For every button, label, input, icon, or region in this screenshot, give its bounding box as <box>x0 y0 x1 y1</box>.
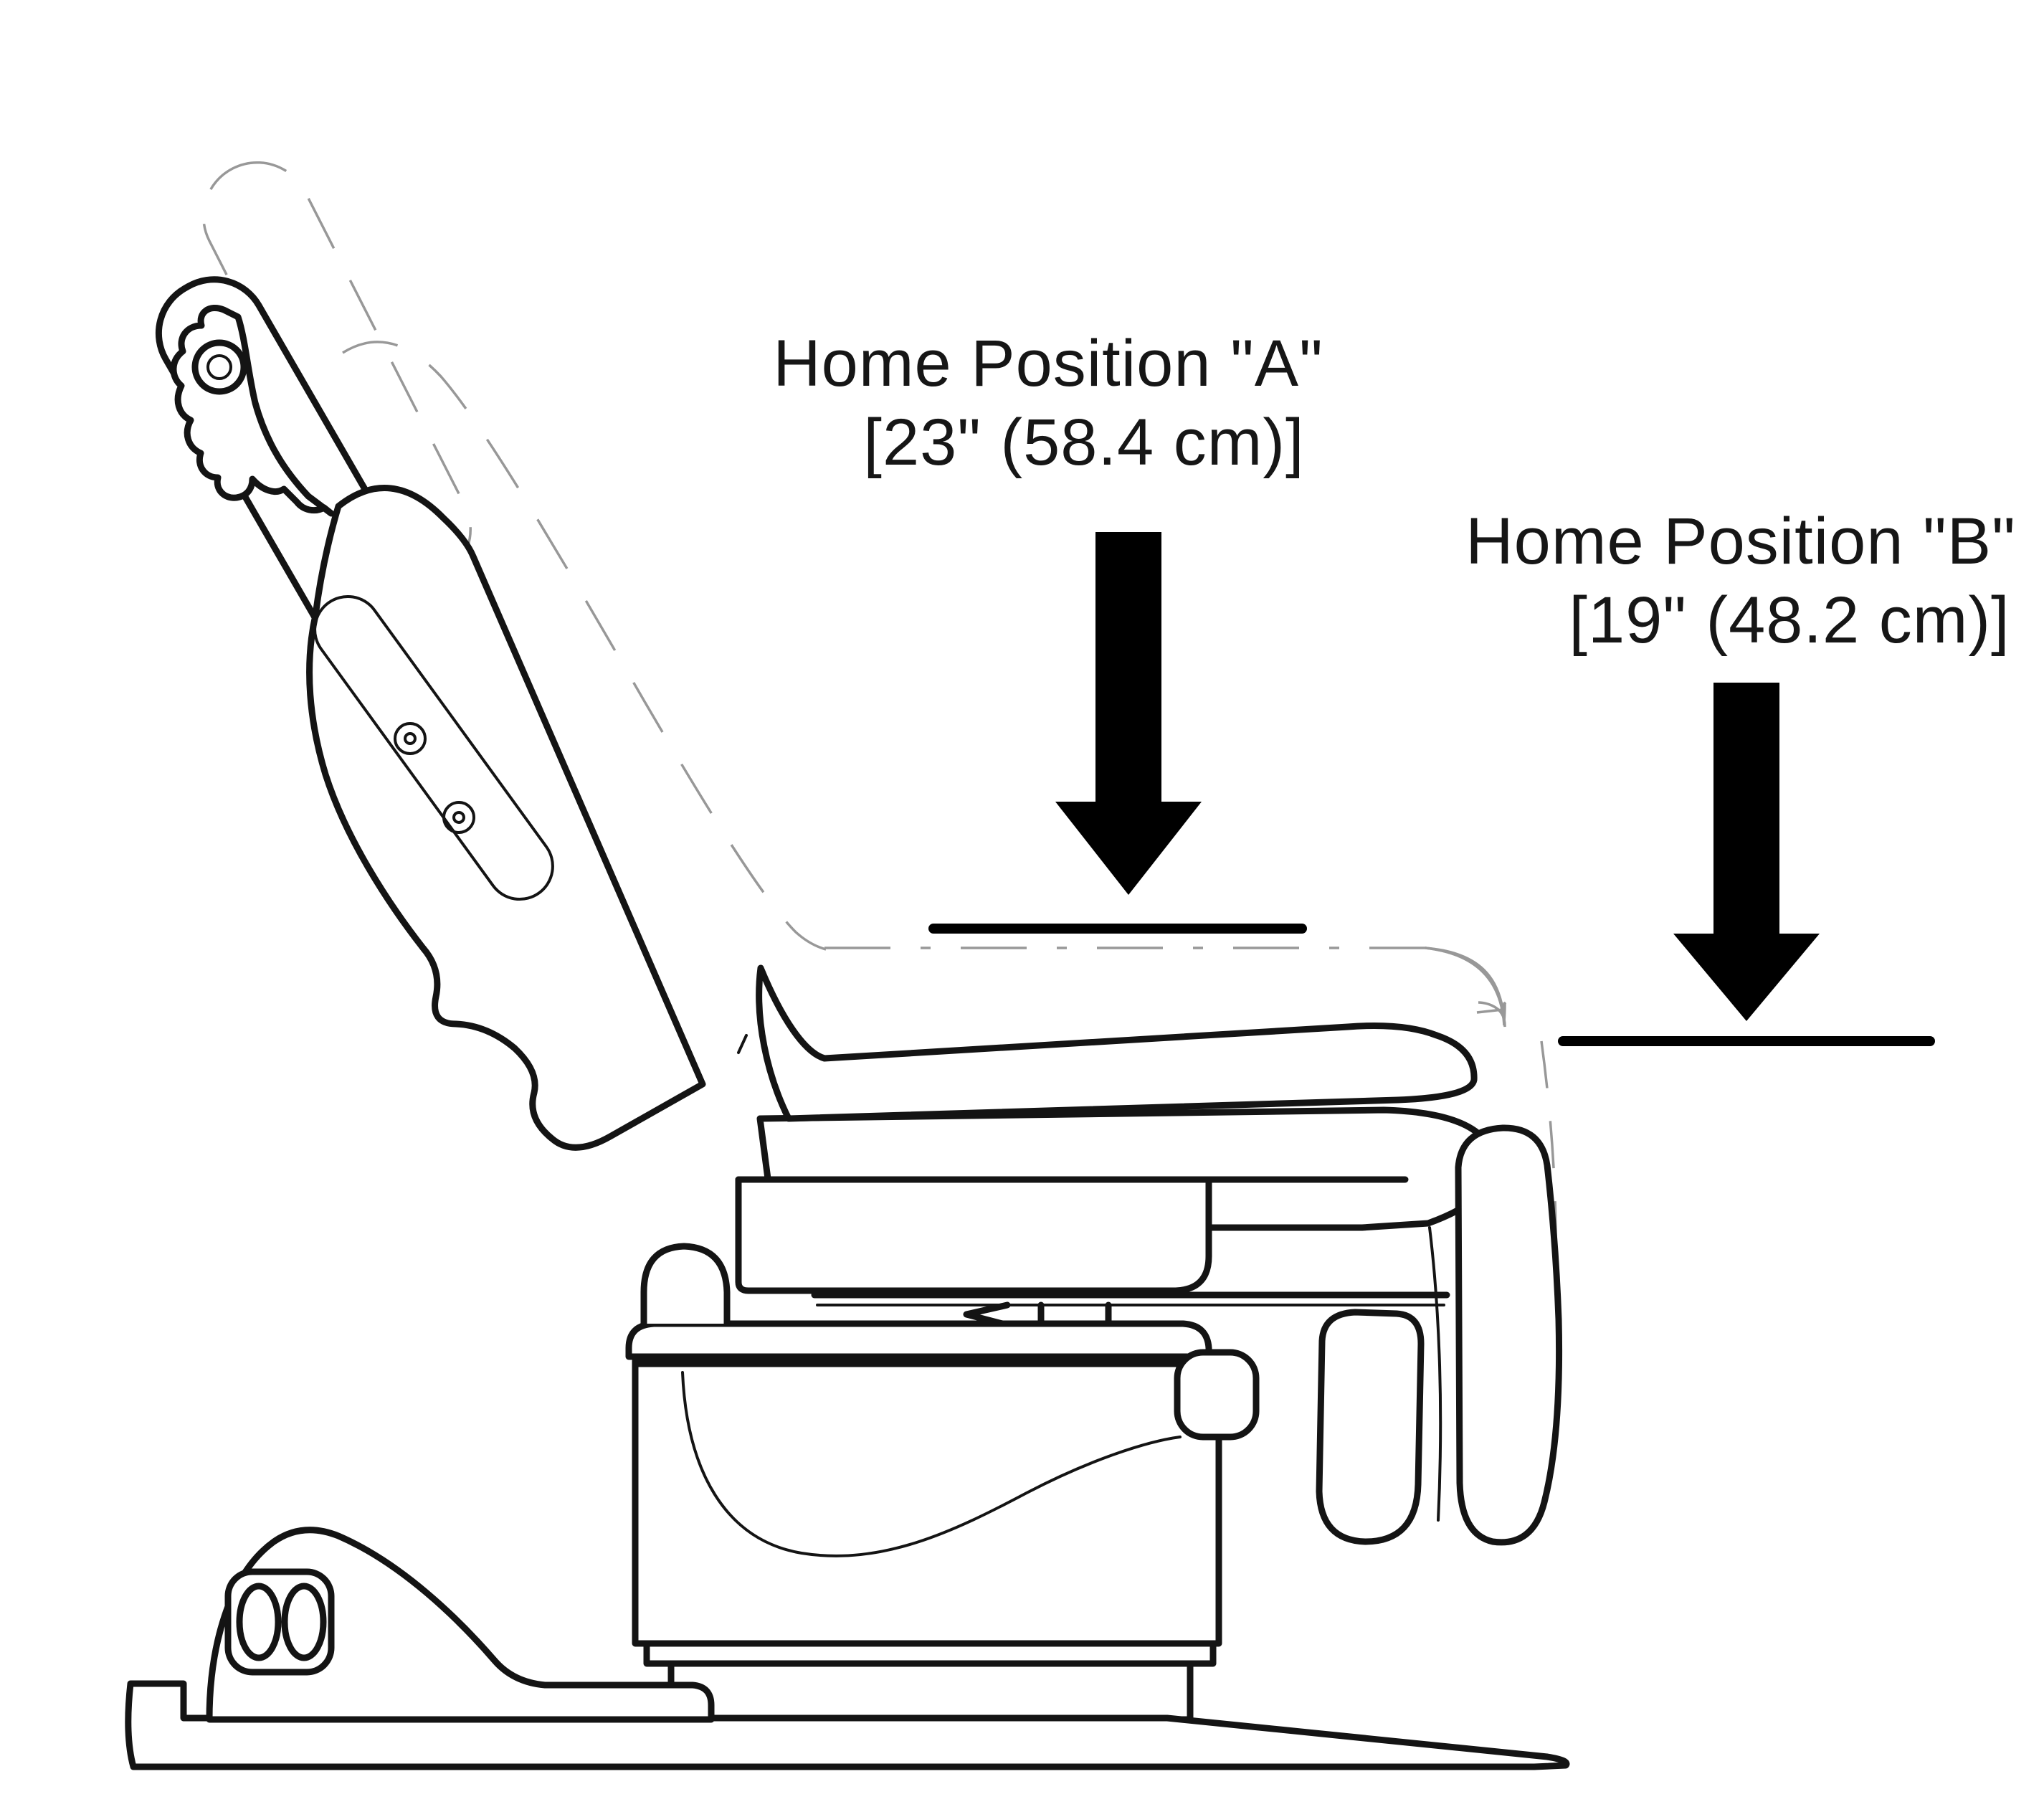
legrest-bracket-edge <box>1428 1226 1442 1522</box>
bracket-knob-inner <box>206 354 232 380</box>
slot-screw-1 <box>394 722 427 755</box>
annotation-position-a: Home Position "A" [23" (58.4 cm)] <box>773 327 1323 934</box>
legrest-cushion-inner <box>1316 1309 1425 1545</box>
handle-arch <box>640 1243 731 1327</box>
armrest-slot <box>313 594 554 901</box>
pedal-button-right <box>281 1583 327 1661</box>
backrest <box>306 485 706 1151</box>
position-b-title: Home Position "B" <box>1465 505 2016 578</box>
slot-screw-2-center <box>452 811 465 824</box>
pedal-button-left <box>236 1583 282 1661</box>
floor-base <box>125 1680 1570 1770</box>
pedestal-cover <box>632 1357 1222 1647</box>
seat-cushion <box>756 964 1478 1122</box>
position-a-title: Home Position "A" <box>773 327 1323 400</box>
position-a-measurement: [23" (58.4 cm)] <box>863 406 1304 479</box>
tick-mark <box>737 1034 748 1054</box>
backrest-phantom-edge <box>342 341 827 951</box>
pedestal-side-tab <box>1174 1349 1260 1441</box>
annotation-position-b: Home Position "B" [19" (48.2 cm)] <box>1465 505 2016 1046</box>
pedestal-plinth <box>667 1660 1194 1723</box>
position-b-arrow-icon <box>1673 683 1820 1021</box>
pedestal-lip <box>643 1640 1217 1667</box>
position-a-arrow-icon <box>1055 532 1202 895</box>
slot-screw-2 <box>442 801 475 834</box>
phantom-tabletop-right-hook <box>1425 947 1506 1026</box>
seat-frame-box <box>735 1176 1212 1294</box>
slot-screw-1-center <box>404 732 417 745</box>
chair-drawing <box>125 276 1570 1770</box>
bracket-knob-outer <box>191 339 247 395</box>
position-b-measurement: [19" (48.2 cm)] <box>1569 584 2010 657</box>
frame-band <box>625 1320 1212 1360</box>
pedestal-seam-curve <box>681 1371 1182 1557</box>
legrest-cushion-outer <box>1455 1124 1563 1546</box>
